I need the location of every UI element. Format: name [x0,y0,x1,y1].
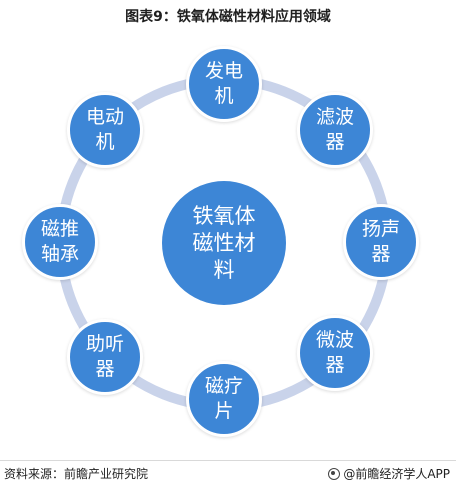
node-label: 磁疗 片 [204,375,243,422]
node-label: 电动 机 [85,106,124,153]
node-microwave: 微波 器 [297,315,373,391]
title-prefix: 图表9： [125,9,177,25]
center-node: 铁氧体 磁性材 料 [162,181,286,305]
node-label: 磁推 轴承 [40,218,79,265]
node-speaker: 扬声 器 [343,204,419,280]
brand-text: @前瞻经济学人APP [343,467,450,481]
title-text: 铁氧体磁性材料应用领域 [176,9,331,25]
footer: 资料来源：前瞻产业研究院 @前瞻经济学人APP [0,460,456,483]
node-magnetotherapy: 磁疗 片 [186,361,262,437]
node-magnetic-bearing: 磁推 轴承 [22,204,98,280]
node-label: 滤波 器 [315,106,354,153]
node-filter: 滤波 器 [297,92,373,168]
node-motor: 电动 机 [67,92,143,168]
node-label: 扬声 器 [361,218,400,265]
node-hearing-aid: 助听 器 [67,319,143,395]
center-label: 铁氧体 磁性材 料 [192,203,256,282]
node-label: 助听 器 [85,333,124,380]
brand-logo-icon [328,467,341,480]
source-text: 资料来源：前瞻产业研究院 [4,467,149,481]
chart-title: 图表9：铁氧体磁性材料应用领域 [0,6,456,26]
node-label: 微波 器 [315,329,354,376]
brand: @前瞻经济学人APP [328,465,450,482]
node-generator: 发电 机 [186,46,262,122]
node-label: 发电 机 [204,60,243,107]
